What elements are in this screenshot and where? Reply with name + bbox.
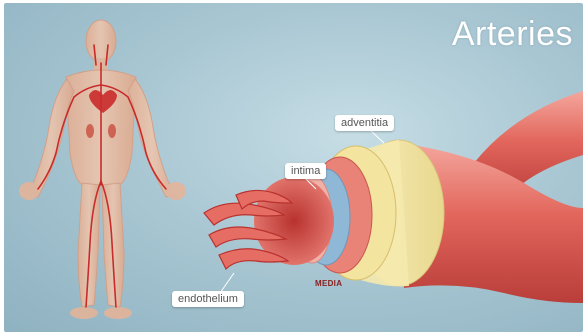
- right-kidney: [108, 124, 116, 138]
- intima-label: intima: [285, 163, 326, 179]
- human-body-figure: [19, 20, 186, 319]
- illustration-panel: Arteries adventitia intima endothelium M…: [4, 3, 583, 332]
- endothelium-label: endothelium: [172, 291, 244, 307]
- page-title: Arteries: [452, 15, 573, 54]
- adventitia-label: adventitia: [335, 115, 394, 131]
- media-label: MEDIA: [315, 279, 342, 288]
- left-kidney: [86, 124, 94, 138]
